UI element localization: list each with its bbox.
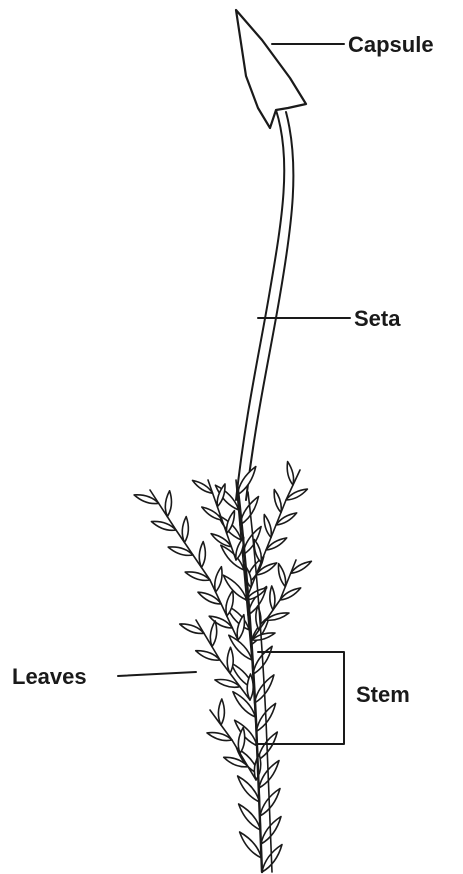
leaf <box>240 832 262 858</box>
leaf <box>287 462 293 485</box>
leaves-label: Leaves <box>12 664 87 689</box>
leaf <box>270 586 275 610</box>
leaf <box>134 495 159 504</box>
leaf <box>215 567 222 592</box>
leaf <box>151 521 176 530</box>
branch-axis <box>210 710 256 780</box>
stem-bracket <box>256 652 344 744</box>
leaf <box>210 621 216 647</box>
seta <box>236 110 293 500</box>
leaf <box>238 728 244 754</box>
leaf <box>264 515 271 538</box>
leafy-shoot <box>134 462 311 872</box>
leaf <box>227 647 233 673</box>
stem-label: Stem <box>356 682 410 707</box>
leaf <box>274 490 281 513</box>
leaf <box>239 804 261 830</box>
leaf <box>182 517 188 543</box>
leaf <box>278 564 285 587</box>
capsule-label: Capsule <box>348 32 434 57</box>
leaf <box>218 699 224 725</box>
leaves-leader-line <box>118 672 196 676</box>
branch-axis <box>150 490 238 640</box>
leaf <box>199 542 205 568</box>
leaf <box>165 491 171 517</box>
seta-label: Seta <box>354 306 401 331</box>
leaf <box>223 575 246 600</box>
capsule <box>236 10 306 128</box>
